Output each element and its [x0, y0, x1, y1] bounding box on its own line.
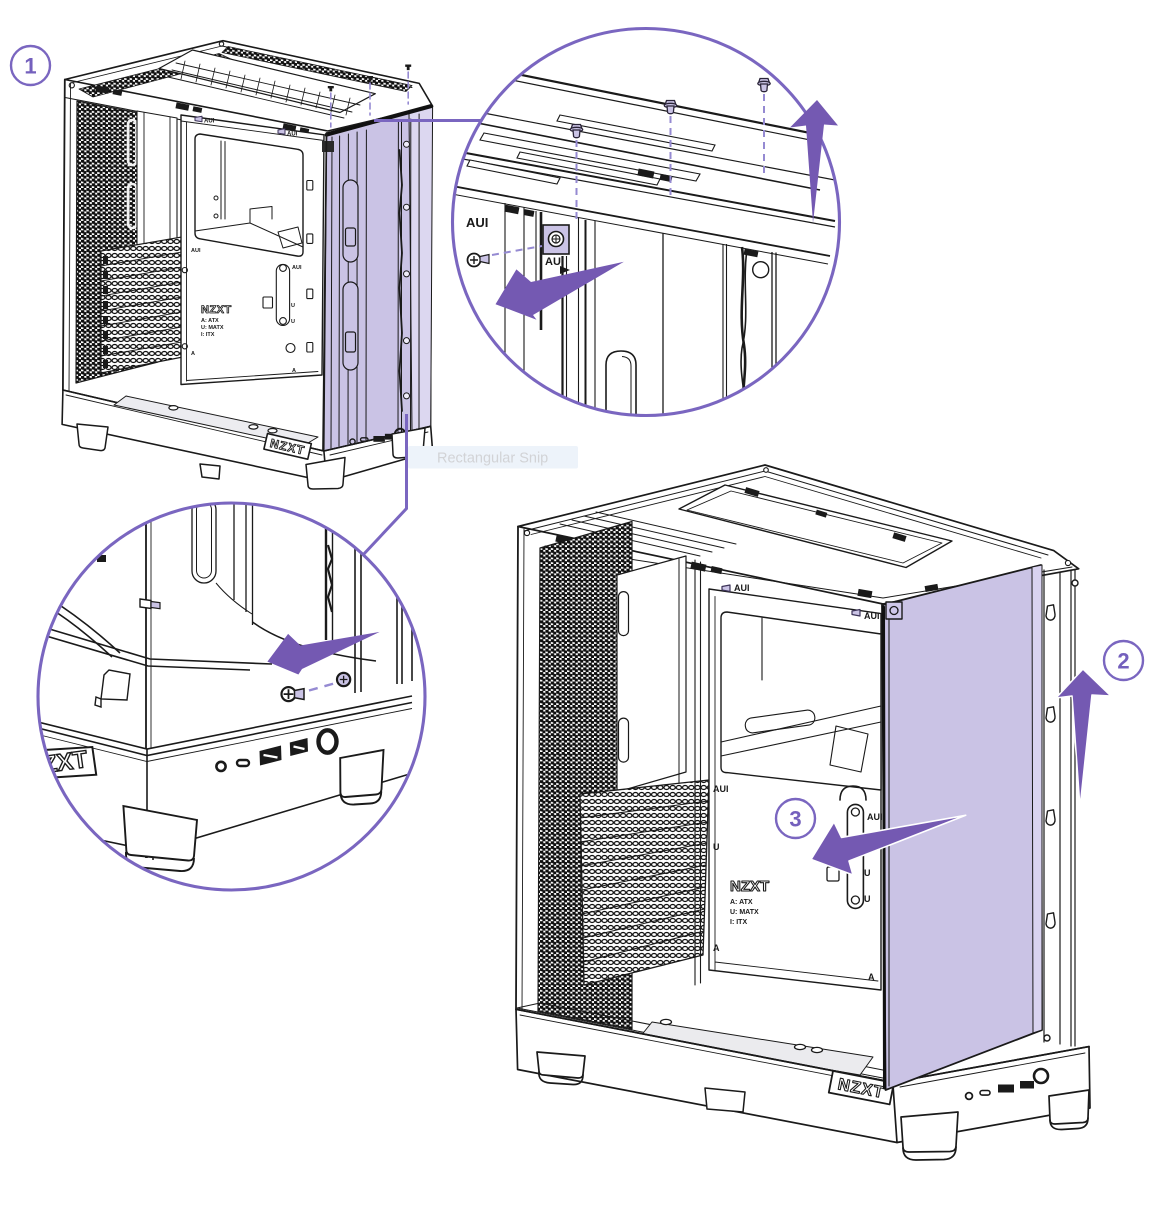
svg-text:U: U — [864, 894, 871, 904]
svg-text:A: A — [713, 943, 720, 953]
svg-text:1: 1 — [24, 54, 36, 79]
svg-text:Rectangular Snip: Rectangular Snip — [437, 451, 548, 467]
svg-text:AUI: AUI — [734, 583, 750, 593]
svg-text:AUI: AUI — [204, 119, 215, 125]
svg-text:I: ITX: I: ITX — [201, 332, 215, 338]
svg-text:AUI: AUI — [713, 784, 729, 794]
svg-text:U: MATX: U: MATX — [201, 325, 224, 331]
svg-text:AUI: AUI — [191, 248, 201, 254]
svg-text:I: ITX: I: ITX — [730, 919, 747, 926]
svg-text:A: A — [868, 972, 875, 982]
svg-text:U: U — [291, 303, 295, 309]
svg-text:AUI: AUI — [466, 215, 488, 230]
svg-text:2: 2 — [1117, 649, 1129, 674]
svg-text:U: U — [864, 868, 871, 878]
svg-text:AUI: AUI — [867, 812, 883, 822]
svg-text:NZXT: NZXT — [730, 878, 769, 895]
svg-text:NZXT: NZXT — [201, 304, 232, 316]
svg-text:3: 3 — [789, 807, 801, 832]
svg-text:AUI: AUI — [287, 132, 298, 138]
svg-text:AUI: AUI — [864, 611, 880, 621]
svg-text:AUI: AUI — [545, 256, 564, 268]
svg-text:U: U — [291, 319, 295, 325]
svg-text:A: ATX: A: ATX — [201, 318, 219, 324]
svg-text:A: A — [292, 368, 296, 374]
svg-text:A: ATX: A: ATX — [730, 899, 753, 906]
svg-text:U: MATX: U: MATX — [730, 909, 759, 916]
svg-text:A: A — [191, 351, 195, 357]
svg-text:U: U — [713, 842, 720, 852]
svg-text:AUI: AUI — [292, 265, 302, 271]
